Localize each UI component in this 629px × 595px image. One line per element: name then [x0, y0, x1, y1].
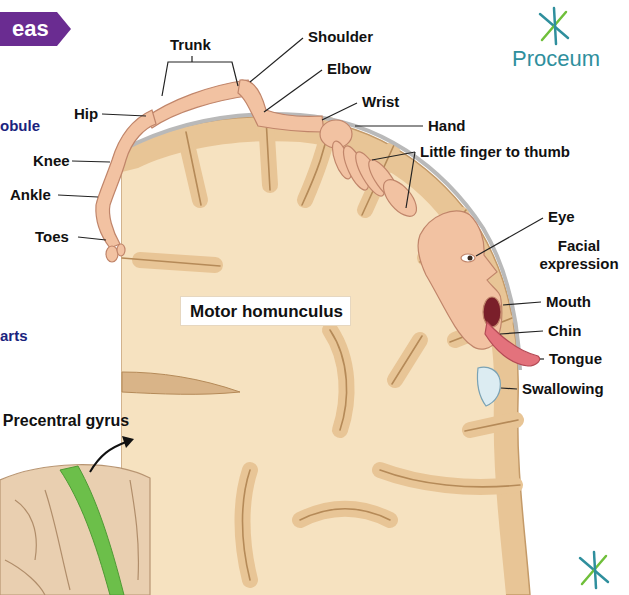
brain-section-part	[122, 372, 240, 394]
inset-brain-part	[5, 480, 138, 595]
homunculus-figure-part	[485, 322, 540, 366]
brain-section-part-part	[243, 470, 251, 580]
brain-section-part-part	[300, 509, 390, 520]
part-label: Shoulder	[308, 28, 373, 46]
part-label: Knee	[33, 152, 70, 170]
part-label: Mouth	[546, 293, 591, 311]
leader-lines-part	[250, 38, 303, 82]
brain-section-part-part	[465, 420, 518, 431]
brain-section-part-part	[243, 470, 251, 580]
homunculus-figure-part	[117, 244, 125, 256]
inset-brain-part-part	[45, 490, 70, 590]
leader-lines-part	[162, 56, 238, 96]
part-label: Eye	[548, 208, 575, 226]
leader-lines-part	[540, 358, 544, 359]
inset-brain	[0, 436, 150, 595]
leader-lines-part	[503, 302, 541, 305]
inset-brain-part-part	[130, 480, 138, 580]
brain-section-part-part	[330, 330, 347, 430]
inset-brain-part	[122, 436, 134, 448]
part-label: Hand	[428, 117, 466, 135]
part-label: Toes	[35, 228, 69, 246]
part-label: Hip	[74, 105, 98, 123]
tab-shape	[0, 12, 71, 46]
part-label: Chin	[548, 322, 581, 340]
brain-section-part-part	[380, 470, 520, 487]
brain-section-part	[122, 117, 530, 595]
part-label: Trunk	[170, 36, 211, 54]
inset-brain-part	[0, 465, 150, 595]
homunculus-figure-part	[461, 254, 475, 262]
logo-mark	[540, 8, 608, 588]
leader-lines-part	[501, 388, 517, 389]
homunculus-figure-part	[377, 174, 422, 222]
region-label: Precentral gyrus	[2, 411, 130, 430]
leader-lines-part	[72, 161, 110, 162]
brain-section-part	[122, 141, 506, 595]
homunculus-figure-part	[483, 297, 501, 327]
brain-section-part	[122, 118, 520, 580]
leader-lines-part	[58, 195, 98, 197]
inset-brain-part	[60, 466, 124, 595]
part-label: Ankle	[10, 186, 51, 204]
inset-brain-part-part	[5, 560, 45, 595]
brain-section-part-part	[122, 258, 220, 266]
brain-section-part-part	[186, 132, 201, 205]
homunculus-figure-part	[106, 246, 118, 262]
part-label: Facial expression	[534, 237, 624, 273]
leader-lines-part	[322, 103, 357, 120]
leader-lines-part	[355, 125, 423, 126]
part-label: Little finger to thumb	[420, 143, 570, 161]
leader-lines	[58, 38, 544, 389]
inset-brain-part	[90, 442, 126, 472]
leader-lines-part	[476, 218, 543, 256]
homunculus-figure-part	[477, 367, 500, 406]
title-box: Motor homunculus	[180, 296, 351, 326]
inset-brain-part-part	[15, 500, 36, 560]
homunculus-figure-part	[145, 80, 254, 128]
leader-lines-part	[372, 152, 415, 208]
leader-lines-part	[264, 70, 322, 112]
leader-lines-part	[78, 237, 106, 240]
homunculus-figure-part	[238, 80, 324, 132]
part-label: Elbow	[327, 60, 371, 78]
tab-text: eas	[12, 16, 49, 42]
brain-section-part-part	[330, 330, 347, 430]
leader-lines-part	[500, 331, 543, 334]
homunculus-figure-part	[468, 256, 473, 261]
brain-section-part-part	[266, 118, 270, 190]
cut-heading: arts	[0, 327, 28, 345]
brain-section-part	[140, 120, 516, 580]
box-title: Motor homunculus	[190, 302, 341, 322]
leader-lines-part	[102, 114, 146, 116]
brain-section-part-part	[392, 336, 422, 384]
logo-mark-part	[594, 552, 596, 588]
watermark: Proceum	[512, 46, 600, 72]
brain-section	[122, 114, 530, 595]
part-label: Wrist	[362, 93, 399, 111]
section-tab: eas	[0, 12, 71, 46]
cut-heading: obule	[0, 117, 40, 135]
homunculus-figure-part	[96, 110, 156, 248]
part-label: Swallowing	[522, 380, 604, 398]
logo-mark-part	[554, 8, 556, 44]
brain-section-part-part	[300, 509, 390, 520]
homunculus-figure	[96, 80, 540, 406]
part-label: Tongue	[549, 350, 602, 368]
